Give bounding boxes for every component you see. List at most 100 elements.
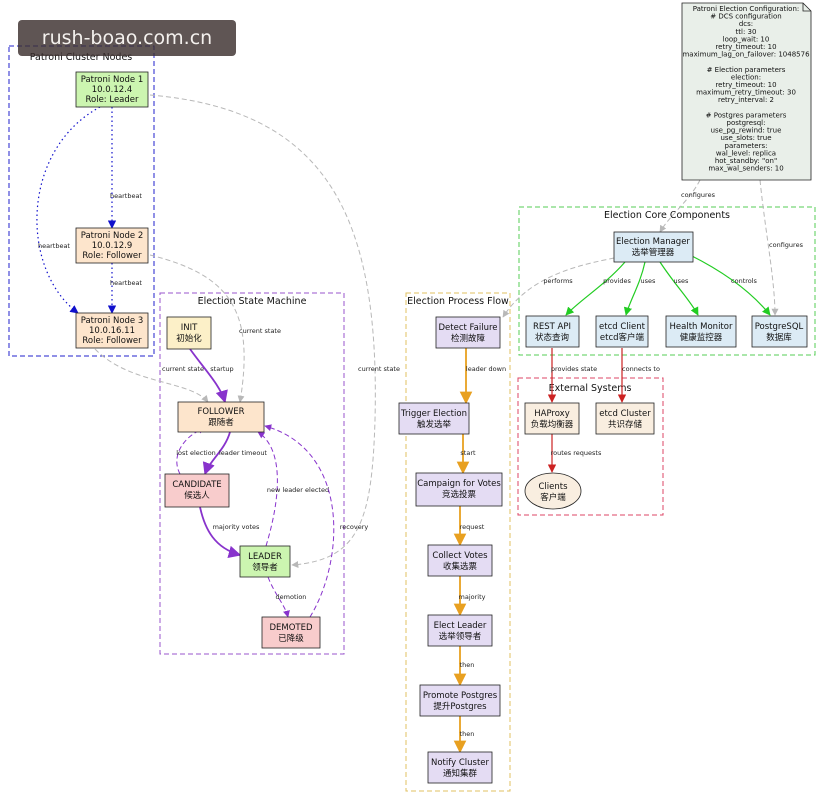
node-manager-cn: 选举管理器 [632,247,675,258]
node-patroni-3-ip: 10.0.16.11 [89,326,135,336]
edge-label-leader-down: leader down [466,365,506,373]
edge-majority-votes [199,506,242,559]
edge-uses-2 [659,261,699,316]
node-follower-cn: 跟随者 [208,417,234,428]
node-candidate-en: CANDIDATE [172,480,221,490]
node-demoted[interactable]: DEMOTED 已降级 [261,616,321,649]
node-postgres-cn: 数据库 [766,332,792,343]
edge-label-start: start [460,449,476,457]
node-haproxy[interactable]: HAProxy 负载均衡器 [524,402,580,435]
cluster-external-label: External Systems [549,383,632,394]
node-election-manager[interactable]: Election Manager 选举管理器 [613,231,694,263]
node-candidate[interactable]: CANDIDATE 候选人 [164,473,230,508]
node-detect-cn: 检测故障 [451,333,486,344]
edge-recovery [264,424,335,618]
config-line: election: [731,73,761,81]
node-demoted-en: DEMOTED [269,623,313,633]
config-line: ttl: 30 [736,28,757,36]
edge-label-controls: controls [731,277,758,285]
edge-uses-1 [623,261,646,316]
edge-label-current-state-3: current state [162,365,204,373]
node-collect-en: Collect Votes [432,551,488,561]
node-promote-en: Promote Postgres [423,691,498,701]
node-rest-api[interactable]: REST API 状态查询 [525,315,580,348]
node-leader[interactable]: LEADER 领导者 [239,545,291,578]
config-line: retry_timeout: 10 [715,81,776,89]
config-line: maximum_lag_on_failover: 1048576 [682,51,810,59]
node-elect-leader[interactable]: Elect Leader 选举领导者 [427,614,493,647]
node-notify-en: Notify Cluster [431,758,490,768]
config-line: # Election parameters [707,66,786,74]
node-patroni-1-role: Role: Leader [85,95,139,105]
edge-demotion [267,576,290,618]
node-init-en: INIT [181,323,198,333]
edge-controls [689,254,771,316]
node-collect-votes[interactable]: Collect Votes 收集选票 [427,544,493,577]
node-init[interactable]: INIT 初始化 [166,316,212,350]
node-promote-cn: 提升Postgres [433,701,487,712]
node-notify-cluster[interactable]: Notify Cluster 通知集群 [427,751,493,784]
edge-label-performs: performs [543,277,573,285]
node-notify-cn: 通知集群 [443,768,478,779]
edge-configures-2 [759,179,779,316]
node-patroni-1-ip: 10.0.12.4 [92,85,133,95]
edge-label-majority-votes: majority votes [213,523,260,531]
edge-provides [565,261,626,316]
node-patroni-2-role: Role: Follower [82,251,142,261]
node-detect-failure[interactable]: Detect Failure 检测故障 [435,316,501,349]
edge-label-configures-1: configures [681,191,716,199]
config-line: use_slots: true [720,134,771,142]
node-restapi-cn: 状态查询 [535,332,569,343]
node-health-monitor[interactable]: Health Monitor 健康监控器 [665,315,737,348]
cluster-core: Election Core Components [518,206,816,356]
node-etcdclient-cn: etcd客户端 [600,332,645,343]
edge-startup [189,348,228,404]
edge-label-current-state-2: current state [239,327,281,335]
node-postgresql[interactable]: PostgreSQL 数据库 [751,315,808,348]
config-text: Patroni Election Configuration:# DCS con… [682,5,810,173]
edge-configures-1 [659,179,701,233]
node-clients[interactable]: Clients 客户端 [524,472,582,510]
node-manager-en: Election Manager [616,237,690,247]
node-patroni-2[interactable]: Patroni Node 2 10.0.12.9 Role: Follower [75,227,149,264]
node-etcd-cluster[interactable]: etcd Cluster 共识存储 [595,402,655,435]
node-patroni-3-role: Role: Follower [82,336,142,346]
edge-label-heartbeat-1-2: heartbeat [110,192,142,200]
edge-label-lost-election: lost election [176,449,216,457]
config-line: parameters: [725,142,768,150]
edge-label-heartbeat-2-3: heartbeat [110,279,142,287]
node-demoted-cn: 已降级 [278,633,304,644]
node-patroni-1-name: Patroni Node 1 [81,75,144,85]
node-haproxy-cn: 负载均衡器 [531,419,574,430]
node-etcdcluster-en: etcd Cluster [599,409,651,419]
node-follower[interactable]: FOLLOWER 跟随者 [177,401,265,433]
cluster-external: External Systems [517,377,664,516]
watermark: rush-boao.com.cn [18,20,236,56]
node-patroni-1[interactable]: Patroni Node 1 10.0.12.4 Role: Leader [75,71,149,108]
node-clients-cn: 客户端 [540,492,566,503]
node-etcd-client[interactable]: etcd Client etcd客户端 [595,315,649,348]
node-trigger-election[interactable]: Trigger Election 触发选举 [398,402,470,435]
config-line: postgresql: [727,119,766,127]
node-etcdcluster-cn: 共识存储 [608,419,643,430]
edge-new-leader [257,431,278,547]
node-patroni-3[interactable]: Patroni Node 3 10.0.16.11 Role: Follower [75,312,149,349]
node-haproxy-en: HAProxy [534,409,570,419]
edge-heartbeat-1-3 [36,106,101,314]
config-note: Patroni Election Configuration:# DCS con… [681,2,812,181]
node-campaign-en: Campaign for Votes [417,479,501,489]
cluster-state-machine: Election State Machine [159,292,345,655]
edge-label-recovery: recovery [340,523,369,531]
edge-current-state-1 [149,94,376,569]
edge-label-uses-2: uses [674,277,690,285]
cluster-process-label: Election Process Flow [407,296,509,307]
config-line: use_pg_rewind: true [711,127,782,135]
node-postgres-en: PostgreSQL [755,322,804,332]
node-promote-postgres[interactable]: Promote Postgres 提升Postgres [419,684,501,717]
cluster-core-label: Election Core Components [604,210,730,221]
node-campaign[interactable]: Campaign for Votes 竞选投票 [415,472,503,507]
config-line: wal_level: replica [716,149,776,157]
node-restapi-en: REST API [533,322,571,332]
node-follower-en: FOLLOWER [197,407,244,417]
